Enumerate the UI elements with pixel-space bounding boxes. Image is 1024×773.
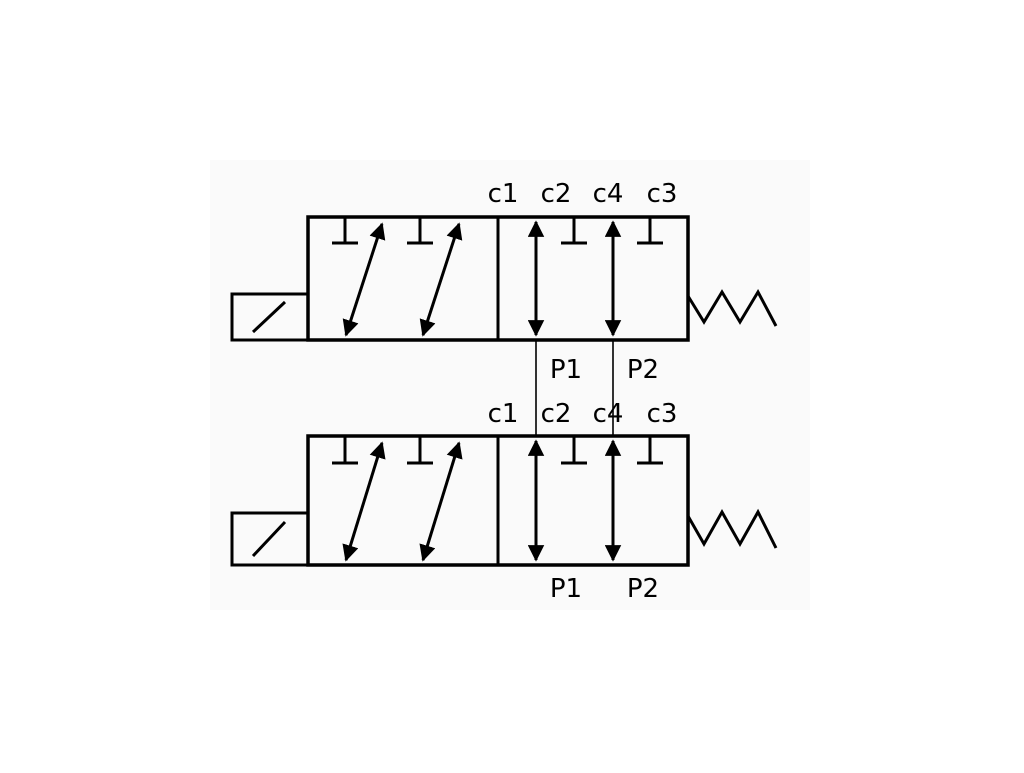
blocked-port-icon <box>637 436 663 465</box>
spring-icon <box>686 508 778 549</box>
port-label-c3: c3 <box>647 399 678 429</box>
port-label-p1: P1 <box>550 355 582 385</box>
diagram-panel <box>210 160 810 610</box>
valve-lower: c1 c2 c4 c3 P1 P2 <box>230 399 778 604</box>
blocked-port-icon <box>561 436 587 465</box>
solenoid-diagonal <box>251 300 287 334</box>
port-label-c2: c2 <box>541 179 572 209</box>
port-label-p2: P2 <box>627 574 659 604</box>
flow-arrow-icon <box>419 222 463 337</box>
solenoid-diagonal <box>251 520 287 558</box>
spring-icon <box>686 288 778 327</box>
port-label-c3: c3 <box>647 179 678 209</box>
blocked-port-icon <box>561 217 587 245</box>
port-label-c1: c1 <box>488 179 519 209</box>
flow-arrow-icon <box>342 222 386 337</box>
port-label-c4: c4 <box>593 179 624 209</box>
valve-upper: c1 c2 c4 c3 P1 P2 <box>230 179 778 385</box>
port-label-c1: c1 <box>488 399 519 429</box>
flow-arrow-icon <box>419 441 463 562</box>
flow-arrow-icon <box>342 441 386 562</box>
port-label-p1: P1 <box>550 574 582 604</box>
port-label-c2: c2 <box>541 399 572 429</box>
blocked-port-icon <box>637 217 663 245</box>
port-label-c4: c4 <box>593 399 624 429</box>
port-label-p2: P2 <box>627 355 659 385</box>
